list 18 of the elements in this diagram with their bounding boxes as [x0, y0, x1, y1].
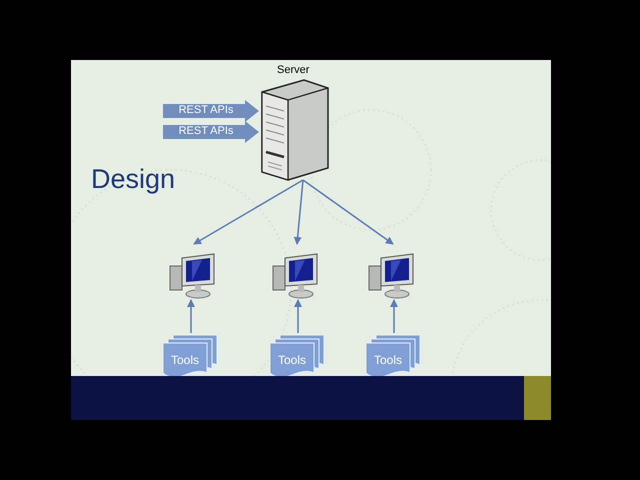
arrow [294, 299, 302, 333]
edge-label: REST APIs [178, 125, 234, 137]
document-stack [270, 333, 326, 376]
edge-label: REST APIs [178, 104, 234, 116]
server-label: Server [277, 64, 310, 76]
document-stack [163, 333, 219, 376]
block-arrow [163, 121, 259, 143]
document-stack [366, 333, 422, 376]
arrow [390, 299, 398, 333]
arrow [302, 179, 394, 245]
stack-label: Tools [171, 353, 200, 367]
arrow [294, 180, 304, 245]
arrow [193, 179, 304, 245]
slide-title: Design [91, 164, 176, 195]
stack-label: Tools [374, 353, 402, 367]
block-arrow [163, 100, 259, 122]
arrow [187, 299, 195, 333]
stack-label: Tools [278, 353, 306, 367]
